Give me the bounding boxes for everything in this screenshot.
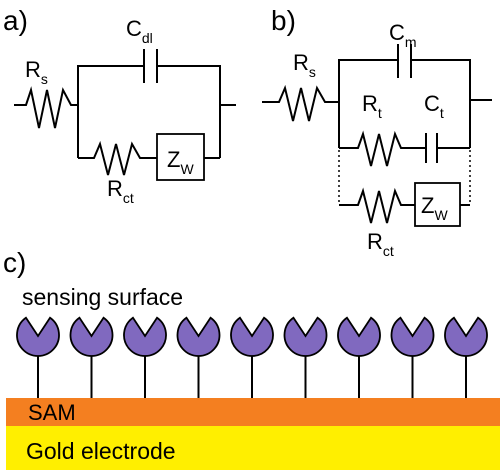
receptor — [16, 316, 60, 398]
receptor — [444, 316, 488, 398]
sam-layer — [6, 398, 500, 426]
receptor — [230, 316, 274, 398]
circuit-b-ct-capacitor — [425, 133, 438, 163]
receptor — [123, 316, 167, 398]
panel-b: b) Rs Cm Rt Ct ZW Rct — [262, 5, 492, 259]
circuit-b-rt-resistor — [339, 130, 426, 167]
circuit-b-cm-capacitor — [397, 44, 412, 78]
receptor-row — [16, 316, 488, 398]
receptor-head — [444, 316, 488, 357]
circuit-b-rct-label: Rct — [367, 229, 394, 259]
circuit-a-cdl-label: Cdl — [126, 16, 153, 46]
receptor-head — [230, 316, 274, 357]
gold-electrode-layer — [6, 426, 500, 470]
panel-b-label: b) — [271, 5, 296, 36]
panel-a: a) Rs Cdl ZW Rct — [3, 5, 236, 206]
receptor-head — [123, 316, 167, 357]
gold-electrode-label: Gold electrode — [26, 438, 176, 464]
circuit-a-rct-label: Rct — [107, 176, 134, 206]
circuit-b-rs-resistor — [262, 84, 339, 122]
circuit-b-zw-box — [414, 182, 461, 227]
circuit-b-rct-resistor — [339, 187, 415, 224]
receptor — [337, 316, 381, 398]
circuit-a-rs-label: Rs — [25, 57, 48, 87]
circuit-b-top-wire — [338, 59, 471, 148]
sensing-surface-label: sensing surface — [22, 284, 183, 310]
panel-a-label: a) — [3, 5, 28, 36]
panel-c-label: c) — [3, 247, 26, 278]
receptor — [69, 316, 114, 398]
circuit-a-rct-resistor — [78, 140, 157, 176]
receptor-head — [69, 316, 114, 357]
receptor-head — [283, 316, 328, 357]
circuit-a-rs-resistor — [14, 86, 78, 129]
circuit-a-cdl-capacitor — [143, 49, 158, 83]
receptor — [176, 316, 221, 398]
receptor — [390, 316, 435, 398]
receptor-head — [16, 316, 60, 357]
circuit-b-zw-label: ZW — [421, 193, 448, 223]
receptor — [283, 316, 328, 398]
circuit-b-rt-label: Rt — [362, 91, 382, 121]
receptor-head — [176, 316, 221, 357]
circuit-b-ct-label: Ct — [424, 91, 444, 121]
circuit-b-rs-label: Rs — [293, 50, 316, 80]
panel-c: c) sensing surface SAM Gold electrode — [3, 247, 500, 470]
circuit-a-zw-label: ZW — [167, 147, 194, 177]
circuit-b-cm-label: Cm — [389, 20, 417, 50]
receptor-head — [390, 316, 435, 357]
receptor-head — [337, 316, 381, 357]
sam-label: SAM — [28, 400, 76, 425]
circuit-a-top-wire — [77, 65, 221, 158]
